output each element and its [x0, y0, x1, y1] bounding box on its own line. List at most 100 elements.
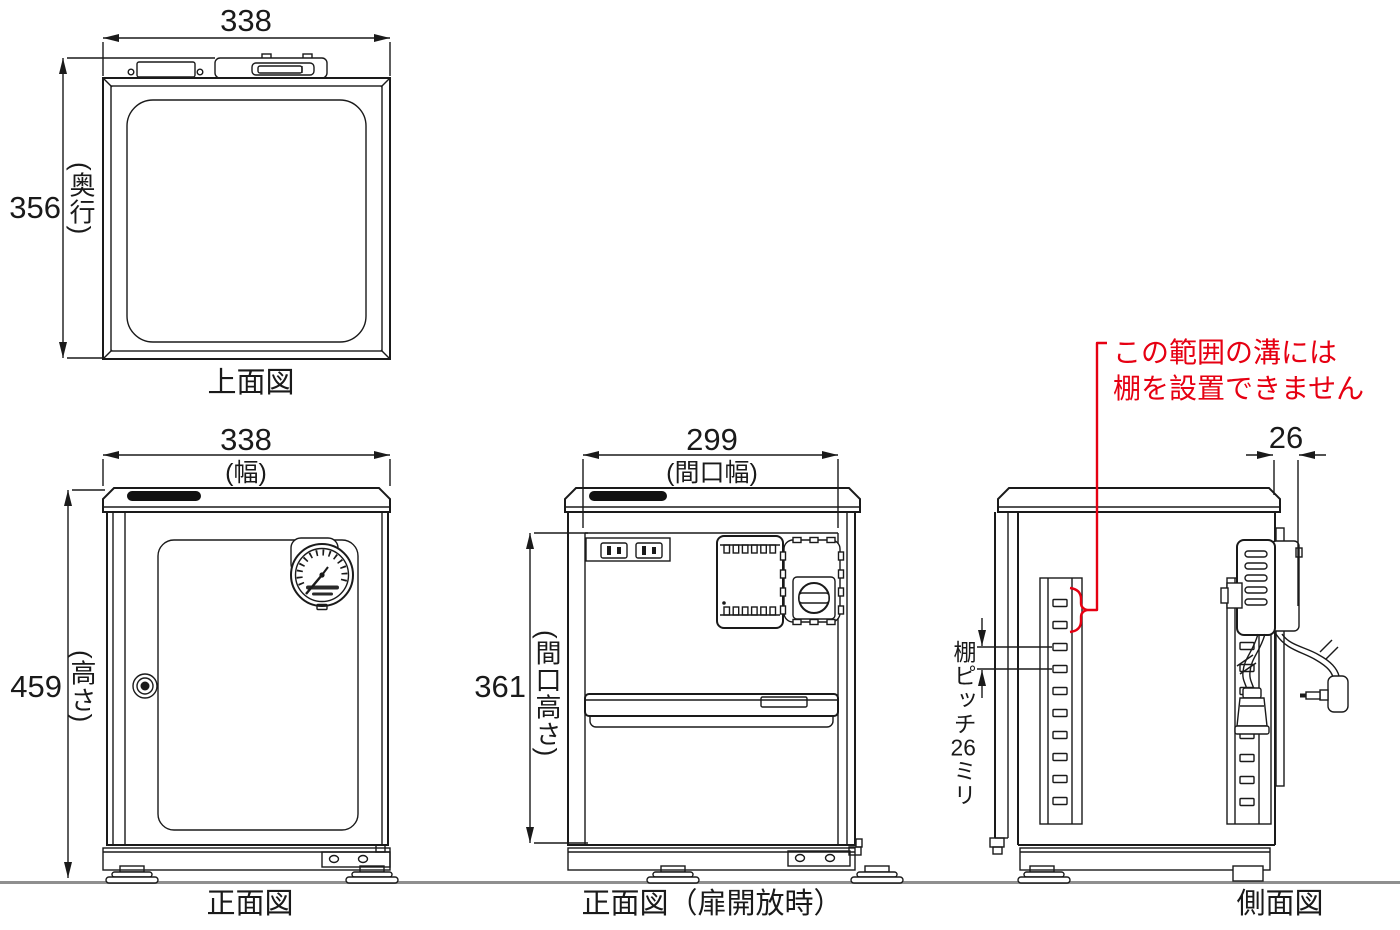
- top-depth-dimension: 356: [9, 57, 215, 359]
- hinge-hole: [794, 853, 806, 863]
- view-label: 上面図: [207, 367, 294, 399]
- screw-icon: [196, 68, 204, 76]
- power-cable: [1249, 633, 1266, 691]
- view-label: 側面図: [1236, 887, 1323, 920]
- panel-notch: [809, 618, 819, 626]
- humidity-dial-panel: [779, 536, 845, 626]
- top-hinge-block: [127, 61, 204, 78]
- warning-brace: [1069, 586, 1089, 634]
- opening-height-unit-text: (間口高さ): [532, 630, 562, 758]
- plug-body: [1236, 697, 1268, 727]
- lock-ring: [136, 677, 154, 695]
- plug-tip: [1300, 693, 1306, 698]
- shelf: [584, 693, 839, 728]
- door-bottom-step: [992, 846, 1003, 855]
- panel-notch: [792, 536, 802, 544]
- door-window: [157, 539, 359, 831]
- adapter-vent: [1244, 550, 1268, 558]
- vent-tooth: [750, 544, 758, 554]
- gauge-hub: [319, 572, 325, 578]
- adjustable-foot: [1017, 865, 1071, 884]
- shelf-rail-front: [1039, 577, 1083, 825]
- shelf-slot: [1052, 774, 1068, 784]
- cabinet-body: [567, 511, 856, 846]
- hinge-plate: [321, 851, 391, 868]
- height-unit-label: (高さ): [67, 650, 97, 740]
- led-dot: [722, 601, 726, 605]
- power-adapter: [1220, 539, 1349, 735]
- shelf-slot: [1239, 663, 1255, 673]
- front-base: [102, 844, 399, 884]
- adapter-tab: [1295, 547, 1303, 558]
- gauge-text-bar: [306, 585, 339, 590]
- adapter-vent: [1244, 586, 1268, 594]
- dehumidifier-body: [716, 535, 784, 629]
- adapter-knob: [1226, 582, 1243, 609]
- shelf-slot: [1052, 796, 1068, 806]
- shelf-label-slot: [760, 696, 808, 708]
- dimension-unit: (間口幅): [666, 459, 758, 487]
- shelf-pitch-suffix: ミリ: [950, 759, 976, 807]
- screw-icon: [127, 68, 135, 76]
- panel-notch: [779, 569, 787, 579]
- foot-pad: [850, 876, 904, 884]
- plug-collar: [1242, 687, 1262, 699]
- base-plate: [1019, 847, 1271, 871]
- hygrometer-icon: [290, 537, 354, 611]
- outlet-slot: [642, 546, 646, 555]
- outlet-slot: [652, 547, 656, 554]
- view-label: 正面図: [206, 888, 293, 920]
- panel-notch: [837, 587, 845, 597]
- dc-plug-icon: [1300, 675, 1349, 713]
- plug-body: [1327, 675, 1349, 713]
- foot-disc: [351, 871, 393, 878]
- front-width-dimension: 338 (幅): [102, 422, 391, 487]
- hinge-hole: [357, 854, 369, 864]
- vent-tooth: [723, 544, 731, 554]
- depth-unit-text: (奥行): [66, 162, 96, 236]
- dimension-unit: (幅): [225, 459, 267, 487]
- panel-notch: [837, 605, 845, 615]
- panel-notch: [779, 587, 787, 597]
- foot-pad: [1017, 876, 1071, 884]
- corner-bevel: [103, 78, 113, 88]
- open-body: [567, 511, 856, 846]
- door-bottom-step: [989, 837, 1005, 848]
- vent-tooth: [769, 606, 777, 616]
- cable-break-mark: [1236, 654, 1254, 667]
- adjustable-foot: [850, 865, 904, 884]
- cable-break-mark: [1239, 662, 1257, 675]
- key-lock-icon: [132, 673, 158, 699]
- open-base: [567, 838, 904, 884]
- latch-tab: [848, 846, 862, 856]
- vent-tooth: [741, 606, 749, 616]
- latch-tab: [375, 844, 386, 853]
- lid-outline: [564, 487, 861, 513]
- outlet-panel: [585, 537, 671, 562]
- foot-stem: [119, 865, 145, 873]
- shelf-slot: [1052, 642, 1068, 652]
- cabinet-body: [106, 511, 389, 846]
- shelf-pitch-number: 26: [950, 736, 976, 759]
- shelf-slot: [1052, 686, 1068, 696]
- latch-pin: [855, 838, 863, 848]
- door-seal: [126, 99, 367, 343]
- dimension-value: 299: [686, 422, 738, 457]
- gauge-mount-tab: [316, 603, 328, 611]
- lid-outline: [102, 487, 391, 513]
- adjustable-foot: [105, 865, 159, 884]
- gauge-text-bar: [312, 592, 333, 596]
- adapter-knob-cap: [1220, 587, 1229, 604]
- protrusion-dimension: 26: [1246, 420, 1326, 606]
- outlet-slot: [617, 547, 621, 554]
- shelf-slot: [1052, 664, 1068, 674]
- dehumidifier-unit: [716, 535, 784, 629]
- base-plate: [567, 847, 856, 871]
- vent-tooth: [732, 544, 740, 554]
- adapter-vent: [1244, 598, 1268, 606]
- side-door-slab: [989, 512, 1009, 855]
- adapter-mount-plate: [1275, 527, 1285, 787]
- shelf-slot: [1052, 708, 1068, 718]
